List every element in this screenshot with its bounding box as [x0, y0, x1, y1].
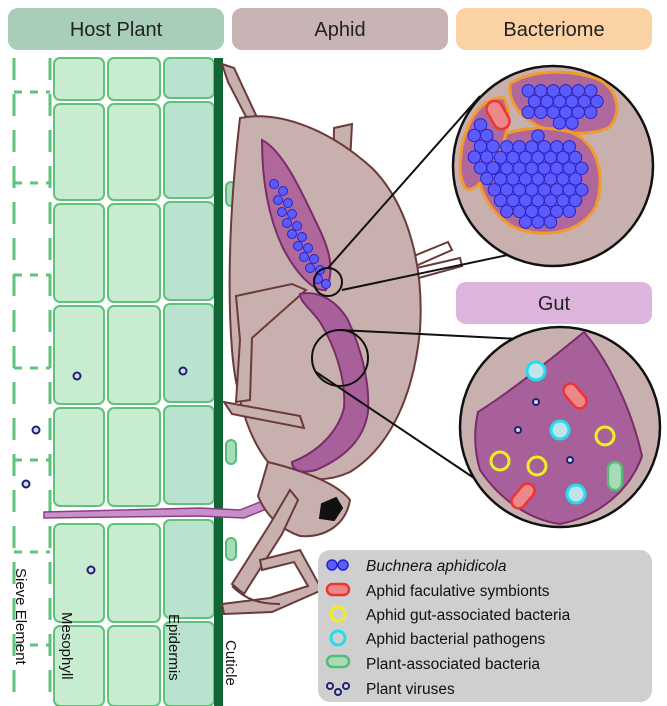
gut-plant-bacteria: [608, 462, 622, 490]
buchnera-cell: [494, 173, 506, 185]
aphid-body: [222, 64, 462, 614]
legend: Buchnera aphidicola Aphid faculative sym…: [318, 550, 652, 702]
buchnera-cell: [468, 151, 480, 163]
mesophyll-label: Mesophyll: [58, 612, 75, 680]
buchnera-cell: [532, 151, 544, 163]
buchnera-cell: [557, 151, 569, 163]
buchnera-cell: [519, 151, 531, 163]
buchnera-cell: [507, 194, 519, 206]
buchnera-cell: [569, 151, 581, 163]
buchnera-cell: [532, 194, 544, 206]
buchnera-cell: [535, 106, 547, 118]
buchnera-cell: [468, 129, 480, 141]
buchnera-cell: [507, 151, 519, 163]
legend-label-faculative: Aphid faculative symbionts: [366, 583, 550, 600]
buchnera-cell: [494, 151, 506, 163]
buchnera-cell: [544, 194, 556, 206]
buchnera-cell: [544, 151, 556, 163]
legend-label-plant-viruses: Plant viruses: [366, 681, 455, 698]
buchnera-cell: [578, 95, 590, 107]
host-plant-title: Host Plant: [70, 19, 163, 41]
sieve-element-label: Sieve Element: [12, 568, 29, 666]
buchnera-cell: [532, 216, 544, 228]
legend-label-gut-bacteria: Aphid gut-associated bacteria: [366, 607, 571, 624]
buchnera-cell: [522, 106, 534, 118]
buchnera-cell: [557, 194, 569, 206]
buchnera-cell: [553, 117, 565, 129]
buchnera-cell: [566, 117, 578, 129]
cuticle-label: Cuticle: [222, 640, 239, 686]
legend-label-plant-bacteria: Plant-associated bacteria: [366, 656, 540, 673]
cuticle-layer: [214, 58, 223, 706]
gut-zoom-circle: [460, 327, 660, 527]
legend-label-buchnera: Buchnera aphidicola: [366, 558, 507, 575]
buchnera-cell: [591, 95, 603, 107]
buchnera-cell: [532, 173, 544, 185]
buchnera-cell: [519, 173, 531, 185]
buchnera-cell: [541, 95, 553, 107]
buchnera-cell: [563, 205, 575, 217]
plant-bacteria-icon: [327, 656, 349, 667]
buchnera-cell: [519, 194, 531, 206]
buchnera-cell: [481, 129, 493, 141]
buchnera-cell: [569, 173, 581, 185]
epidermis-cells: [164, 58, 214, 706]
buchnera-cell: [532, 130, 544, 142]
gut-header: Gut: [456, 282, 652, 324]
buchnera-cell: [585, 106, 597, 118]
bacteriome-header: Bacteriome: [456, 8, 652, 50]
buchnera-cell: [569, 194, 581, 206]
buchnera-cell: [481, 172, 493, 184]
buchnera-cell: [494, 194, 506, 206]
buchnera-cell: [566, 95, 578, 107]
buchnera-cell: [501, 205, 513, 217]
mesophyll-cells: [54, 58, 160, 706]
buchnera-cell: [553, 95, 565, 107]
aphid-title: Aphid: [314, 19, 365, 41]
legend-label-pathogens: Aphid bacterial pathogens: [366, 631, 545, 648]
bacteriome-title: Bacteriome: [503, 19, 604, 41]
epidermis-label: Epidermis: [165, 614, 182, 681]
buchnera-cell: [544, 216, 556, 228]
buchnera-cell: [507, 173, 519, 185]
buchnera-cell: [519, 216, 531, 228]
buchnera-cell: [557, 173, 569, 185]
buchnera-cell: [528, 95, 540, 107]
aphid-header: Aphid: [232, 8, 448, 50]
buchnera-cell: [481, 151, 493, 163]
buchnera-cell: [544, 173, 556, 185]
host-plant-header: Host Plant: [8, 8, 224, 50]
facultative-symbiont-icon: [327, 584, 349, 595]
gut-title: Gut: [538, 293, 571, 315]
